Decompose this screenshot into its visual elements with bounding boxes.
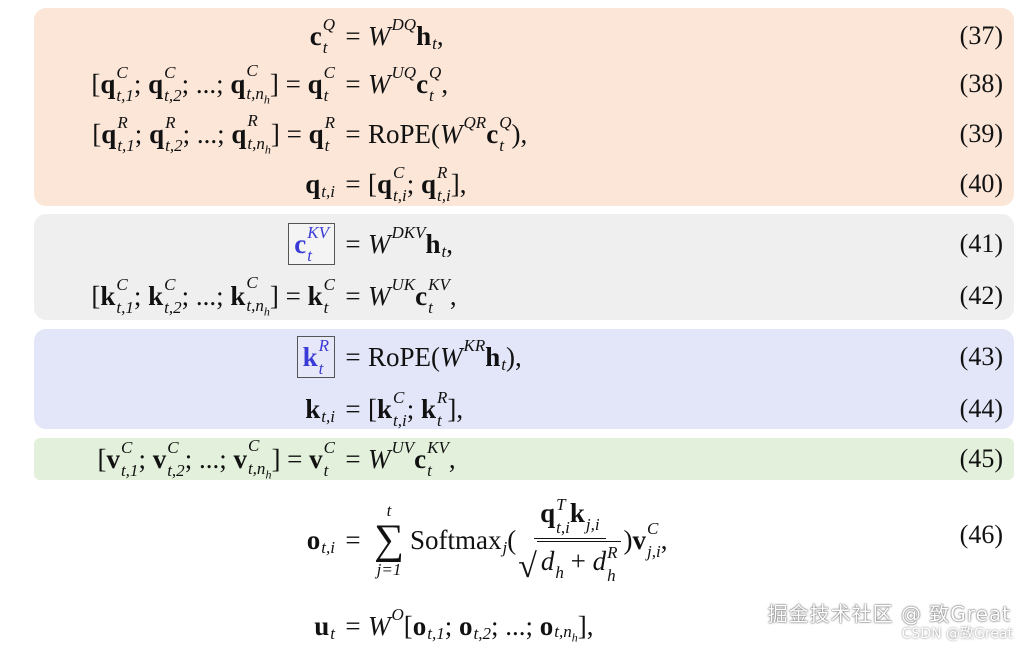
equation-number: (42): [959, 281, 1003, 310]
rope-operator: RoPE: [368, 341, 432, 372]
watermark-juejin: 掘金技术社区 @ 致Great: [767, 602, 1011, 626]
softmax-operator: Softmax: [409, 524, 502, 555]
equation-number: (37): [959, 21, 1003, 50]
equation-number: (45): [959, 444, 1003, 473]
equation-number: (40): [959, 169, 1003, 198]
equation-number: (39): [959, 119, 1003, 148]
kv-band: [34, 214, 1014, 320]
equation-number: (44): [959, 394, 1003, 423]
query-band: [34, 8, 1014, 206]
rope-key-band: [34, 329, 1014, 429]
value-band: [34, 438, 1014, 480]
equation-number: (46): [959, 520, 1003, 549]
summation: t∑j=1: [374, 501, 404, 579]
equation-number: (41): [959, 229, 1003, 258]
watermark-csdn: CSDN @致Great: [901, 626, 1013, 642]
equation-number: (38): [959, 69, 1003, 98]
equation-number: (43): [959, 342, 1003, 371]
rope-operator: RoPE: [368, 118, 432, 149]
